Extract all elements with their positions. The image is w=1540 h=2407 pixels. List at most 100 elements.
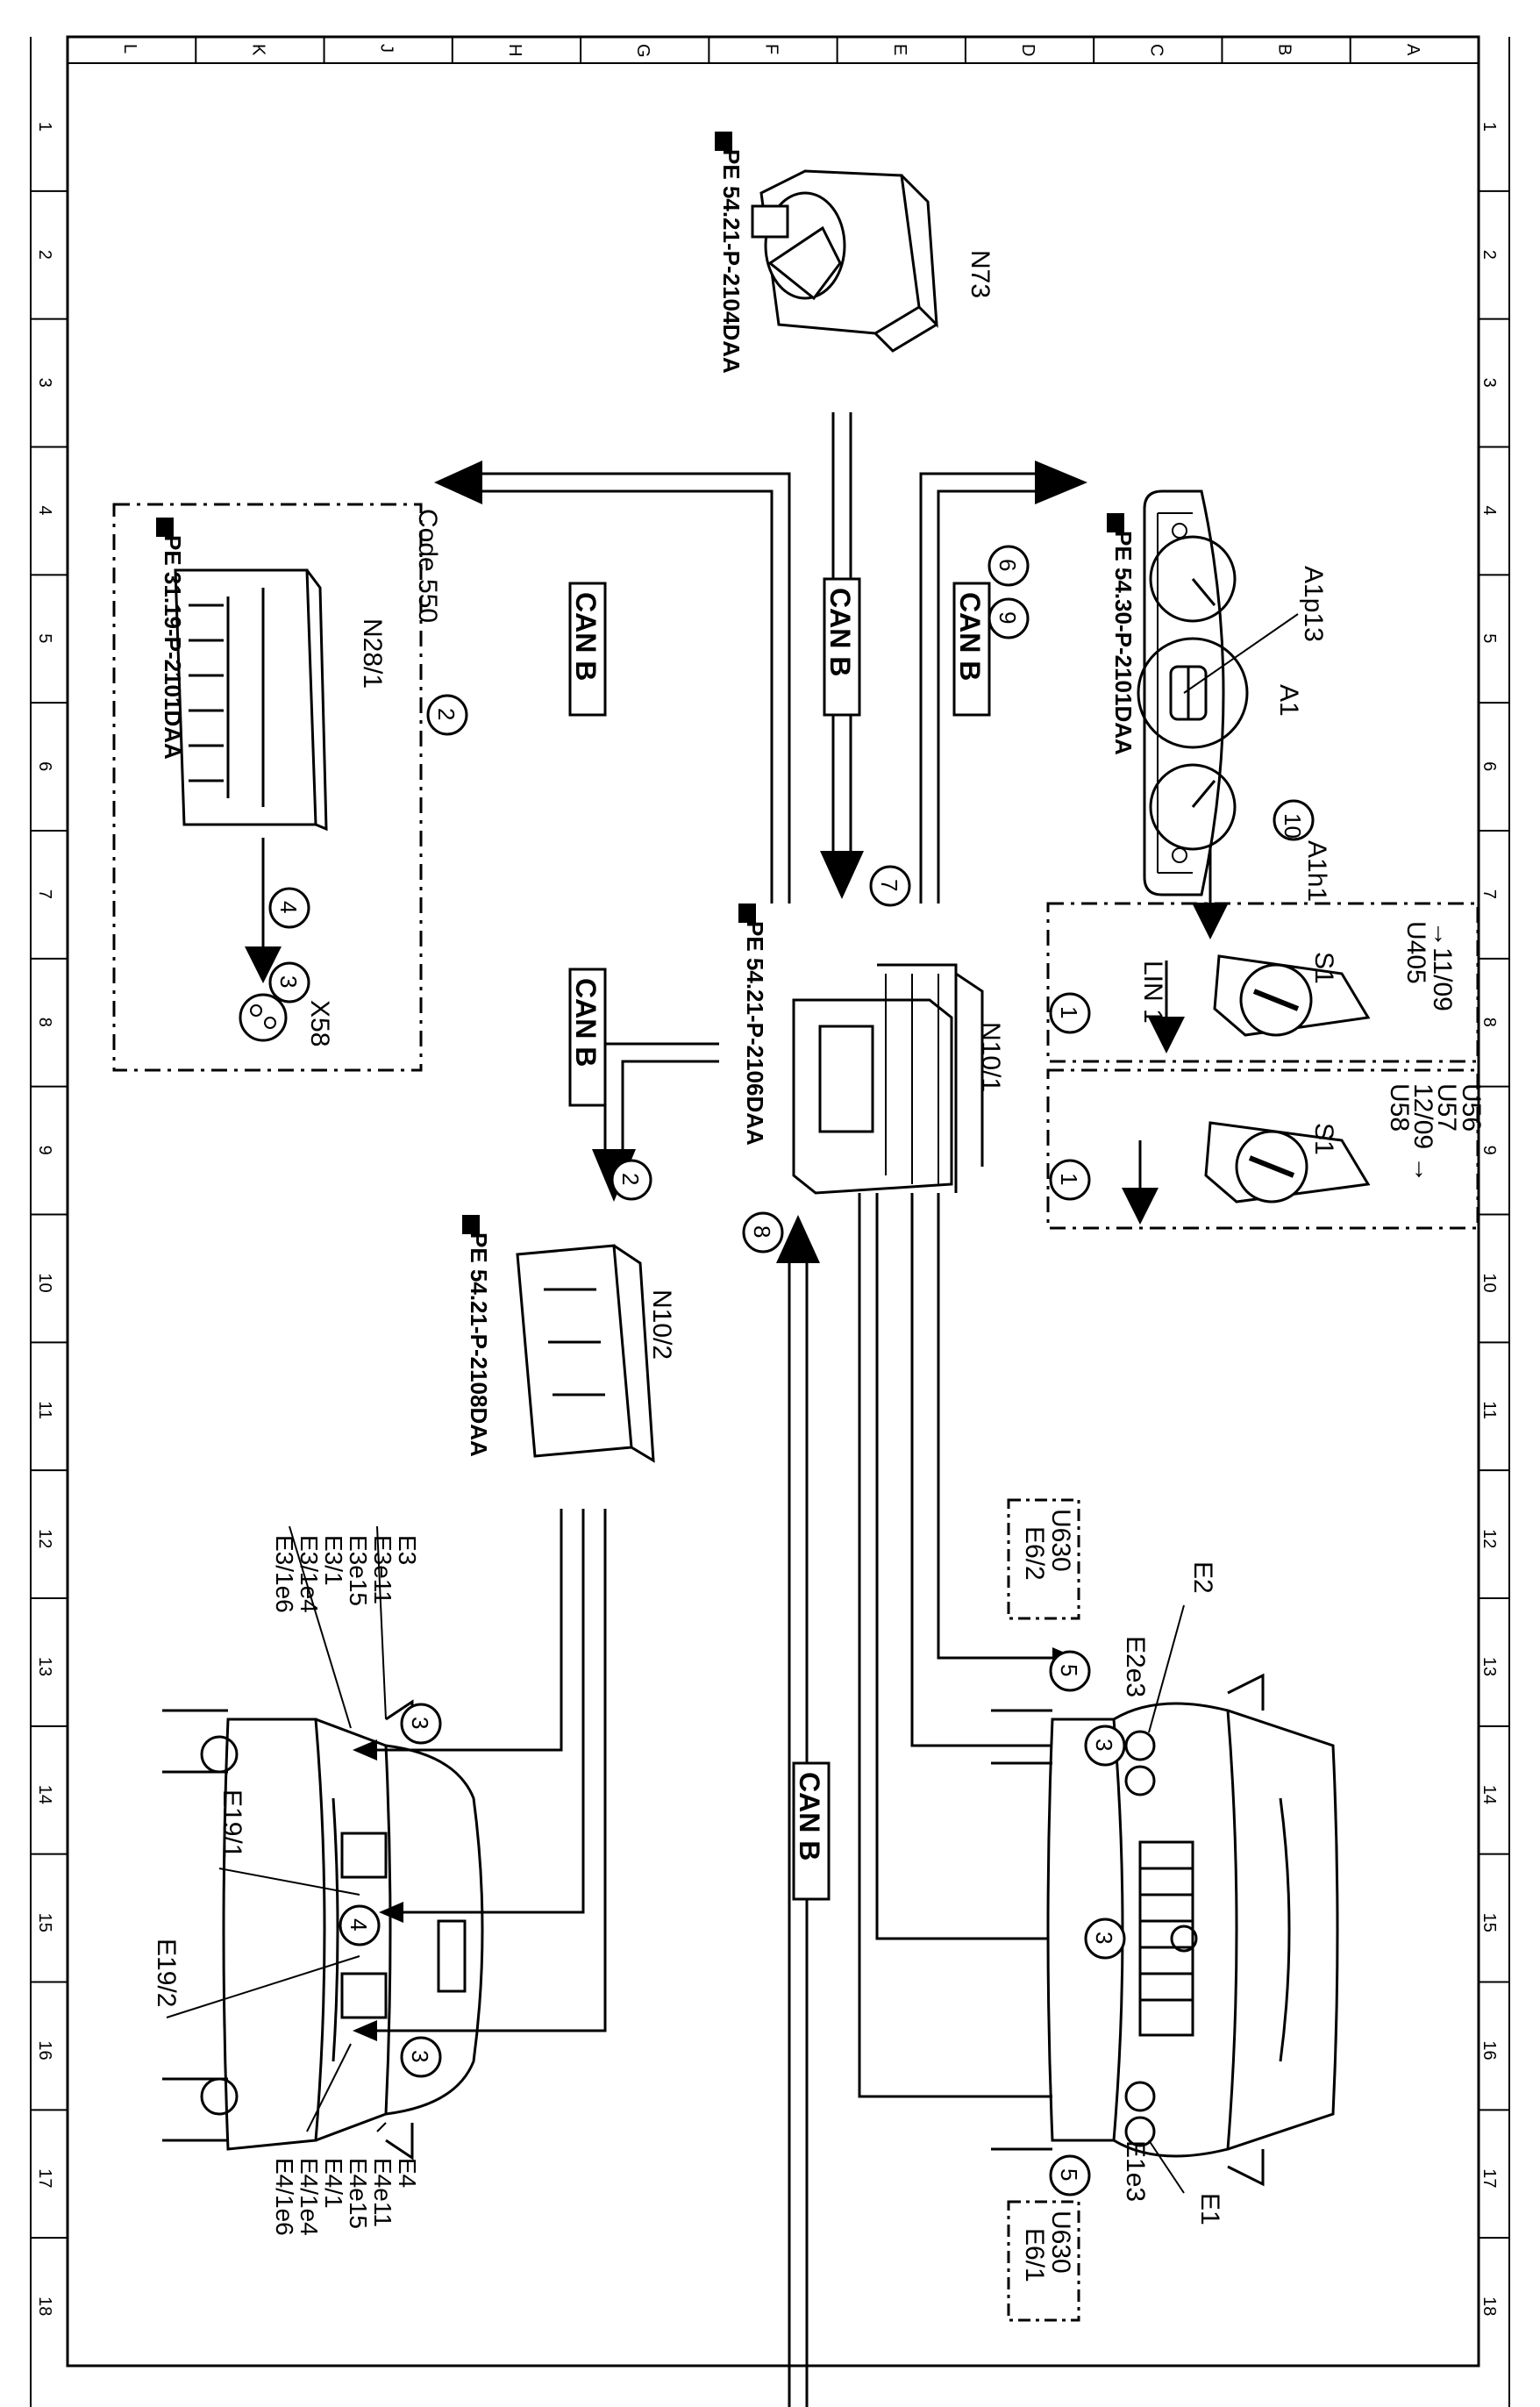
instrument-cluster-a1: [1137, 489, 1299, 896]
callout-circle: [1049, 992, 1091, 1034]
label-e2: E2: [1188, 1561, 1217, 1594]
callout-circle: [400, 1703, 442, 1745]
row-number-right: 12: [1479, 1529, 1499, 1548]
callout-number: 3: [407, 2050, 433, 2062]
row-number-right: 16: [1479, 2040, 1499, 2060]
callout-circle: [1049, 1159, 1091, 1201]
label-n10-1: N10/1: [976, 1022, 1005, 1092]
column-letter: J: [377, 44, 396, 53]
rear-bottom-label: E4e15: [345, 2158, 372, 2229]
arrow-up-n10-1: [776, 1215, 820, 1263]
label-u56: U56: [1457, 1083, 1486, 1132]
row-number-right: 7: [1479, 889, 1499, 899]
row-number-left: 4: [35, 505, 54, 515]
callout-number: 3: [275, 975, 302, 988]
label-a1h1: A1h1: [1302, 840, 1331, 902]
rear-top-label: E3/1e6: [271, 1535, 298, 1613]
column-letter: K: [248, 44, 267, 56]
row-number-right: 9: [1479, 1146, 1499, 1155]
callout-number: 1: [1056, 1006, 1082, 1018]
row-number-left: 18: [35, 2296, 54, 2316]
row-number-right: 11: [1479, 1401, 1499, 1419]
row-number-left: 9: [35, 1146, 54, 1155]
callout-number: 7: [876, 879, 902, 891]
u630-box-top: [1007, 1498, 1080, 1620]
callout-number: 6: [995, 559, 1021, 571]
column-letter: A: [1403, 44, 1422, 56]
s1-box-late: [1046, 1068, 1479, 1230]
callout-number: 5: [1056, 2168, 1082, 2181]
rear-bottom-label: E4e11: [369, 2158, 396, 2227]
label-u58: U58: [1385, 1083, 1414, 1132]
rear-top-label: E3e15: [345, 1535, 372, 1606]
label-s1-late: S1: [1309, 1123, 1338, 1155]
row-number-right: 13: [1479, 1657, 1499, 1676]
rear-top-label: E3/1: [320, 1535, 347, 1586]
label-e19-1: E19/1: [217, 1789, 246, 1858]
book-icon: [156, 518, 174, 537]
can-b-label-1: CAN B: [824, 588, 856, 676]
callout-circle: [742, 1211, 784, 1253]
callout-circle: [339, 1904, 381, 1946]
row-number-left: 14: [35, 1785, 54, 1804]
row-number-left: 8: [35, 1018, 54, 1027]
callout-circle: [426, 694, 468, 736]
column-letter: B: [1275, 44, 1294, 55]
label-e2e3: E2e3: [1121, 1636, 1150, 1697]
ref-n28-1: PE 31.19-P-2101DAA: [160, 535, 186, 760]
label-u405: U405: [1401, 921, 1430, 984]
row-number-left: 5: [35, 633, 54, 643]
signal-wires: [377, 1193, 1101, 2098]
callout-circle: [610, 1159, 652, 1201]
callout-number: 8: [749, 1225, 775, 1238]
callout-number: 5: [1056, 1664, 1082, 1676]
vehicle-front-view: [991, 1673, 1339, 2187]
row-number-right: 18: [1479, 2296, 1499, 2316]
ignition-switch-n73: [751, 169, 938, 353]
label-a1: A1: [1274, 684, 1303, 717]
row-number-right: 6: [1479, 761, 1499, 771]
label-e6-1: E6/1: [1020, 2228, 1049, 2282]
column-letter: G: [633, 44, 652, 58]
module-n10-1: [792, 963, 984, 1195]
callout-circle: [268, 961, 310, 1004]
arrow-n28-1: [434, 461, 482, 504]
callout-circle: [400, 2036, 442, 2078]
rear-bottom-label: E4/1e4: [296, 2158, 323, 2236]
book-icon: [738, 904, 756, 923]
rear-bottom-label: E4/1: [320, 2158, 347, 2209]
column-letter: C: [1146, 44, 1166, 56]
callout-number: 4: [346, 1918, 372, 1931]
book-icon: [462, 1215, 480, 1234]
ref-n10-2: PE 54.21-P-2108DAA: [466, 1232, 492, 1457]
code-550-box: [112, 503, 423, 1072]
callout-circle: [987, 597, 1030, 639]
callout-number: 3: [407, 1717, 433, 1729]
can-b-label-4: CAN B: [570, 978, 602, 1067]
label-n28-1: N28/1: [358, 618, 387, 689]
label-a1p13: A1p13: [1299, 566, 1328, 642]
column-letter: L: [120, 44, 139, 54]
callout-circle: [268, 887, 310, 929]
label-e1e3: E1e3: [1121, 2140, 1150, 2202]
row-number-right: 4: [1479, 505, 1499, 515]
label-code-550: Code 550: [413, 509, 442, 623]
u630-box-bottom: [1007, 2200, 1080, 2322]
callout-number: 4: [275, 901, 302, 913]
row-number-left: 3: [35, 378, 54, 388]
callout-circle: [1084, 1918, 1126, 1960]
row-number-right: 1: [1479, 122, 1499, 132]
callout-number: 2: [433, 708, 460, 720]
can-b-label-3: CAN B: [570, 592, 602, 681]
row-number-left: 16: [35, 2040, 54, 2060]
callout-circle: [1273, 799, 1315, 841]
column-letter: H: [505, 44, 524, 56]
callout-circle: [1049, 2154, 1091, 2196]
ref-n73: PE 54.21-P-2104DAA: [718, 149, 745, 374]
can-b-label-2: CAN B: [954, 592, 986, 681]
